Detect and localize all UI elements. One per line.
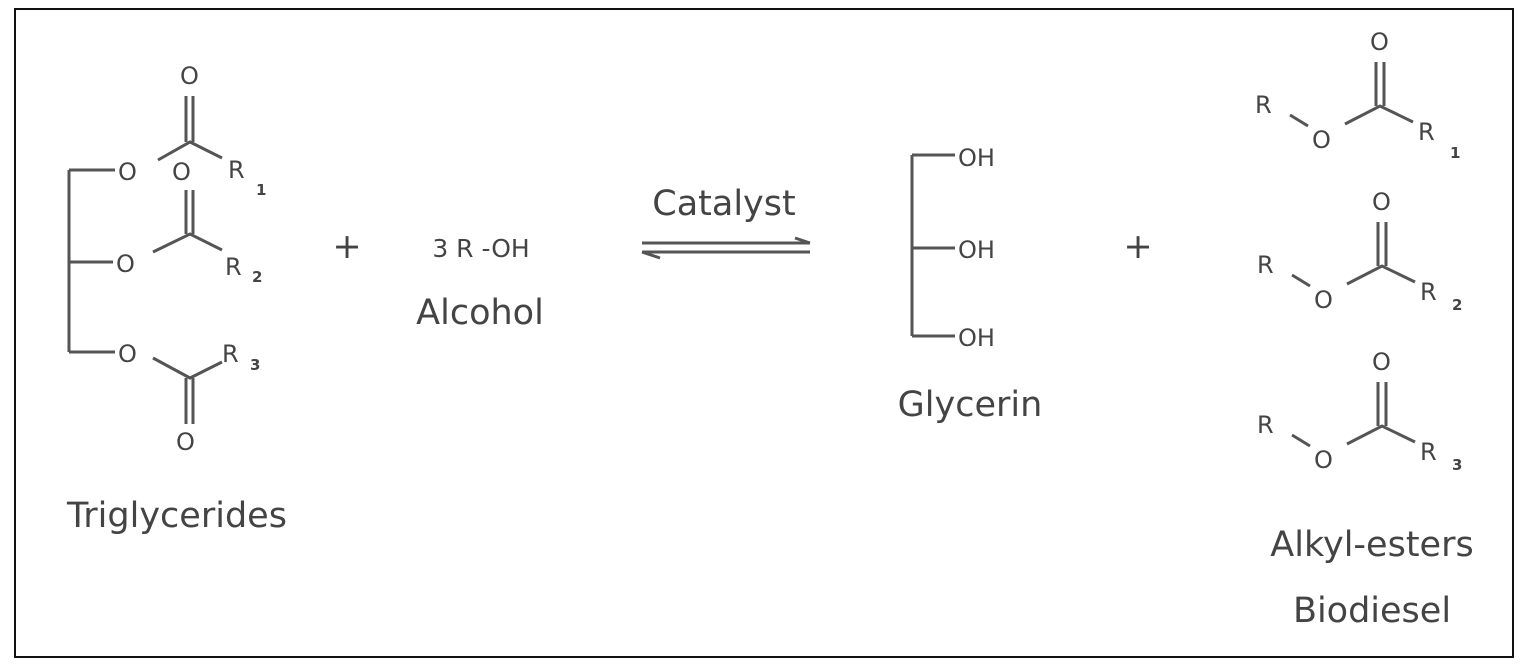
atom-o: O bbox=[1372, 348, 1391, 376]
r-group: R bbox=[228, 156, 245, 184]
r-group: R bbox=[1420, 438, 1437, 466]
alcohol-label: Alcohol bbox=[416, 293, 544, 333]
atom-o: O bbox=[116, 250, 135, 278]
r-group: R bbox=[1420, 278, 1437, 306]
alkyl-ester-1: R O O R 1 bbox=[1255, 28, 1460, 162]
alkyl-esters-label: Alkyl-esters bbox=[1270, 525, 1473, 565]
alkyl-ester-3: R O O R 3 bbox=[1257, 348, 1462, 474]
r-group: R bbox=[225, 253, 242, 281]
equilibrium-arrow-icon bbox=[641, 236, 811, 260]
triglycerides-label: Triglycerides bbox=[66, 496, 287, 536]
subscript: 1 bbox=[256, 181, 266, 199]
atom-o: O bbox=[1372, 188, 1391, 216]
r-group: R bbox=[1257, 411, 1274, 439]
glycerin-label: Glycerin bbox=[898, 385, 1043, 425]
alcohol-formula: 3 R -OH bbox=[432, 234, 529, 263]
alkyl-ester-2: R O O R 2 bbox=[1257, 188, 1462, 314]
atom-o: O bbox=[1314, 286, 1333, 314]
triglyceride-structure: O O O O R 1 O R 2 R 3 O bbox=[67, 62, 266, 456]
atom-o: O bbox=[118, 158, 137, 186]
subscript: 3 bbox=[250, 356, 260, 374]
atom-o: O bbox=[176, 428, 195, 456]
diagram-frame bbox=[14, 8, 1514, 658]
hydroxyl-group: OH bbox=[958, 144, 995, 172]
hydroxyl-group: OH bbox=[958, 236, 995, 264]
subscript: 2 bbox=[1452, 296, 1462, 314]
glycerin-structure: OH OH OH bbox=[910, 144, 995, 352]
plus-sign: + bbox=[332, 227, 361, 267]
plus-sign: + bbox=[1123, 227, 1152, 267]
r-group: R bbox=[222, 340, 239, 368]
hydroxyl-group: OH bbox=[958, 324, 995, 352]
atom-o: O bbox=[180, 62, 199, 90]
atom-o: O bbox=[1370, 28, 1389, 56]
r-group: R bbox=[1418, 118, 1435, 146]
r-group: R bbox=[1257, 251, 1274, 279]
atom-o: O bbox=[1314, 446, 1333, 474]
atom-o: O bbox=[1312, 126, 1331, 154]
subscript: 1 bbox=[1450, 144, 1460, 162]
catalyst-label: Catalyst bbox=[652, 184, 795, 224]
subscript: 2 bbox=[252, 268, 262, 286]
atom-o: O bbox=[118, 340, 137, 368]
subscript: 3 bbox=[1452, 456, 1462, 474]
atom-o: O bbox=[172, 158, 191, 186]
biodiesel-label: Biodiesel bbox=[1293, 591, 1451, 631]
r-group: R bbox=[1255, 91, 1272, 119]
